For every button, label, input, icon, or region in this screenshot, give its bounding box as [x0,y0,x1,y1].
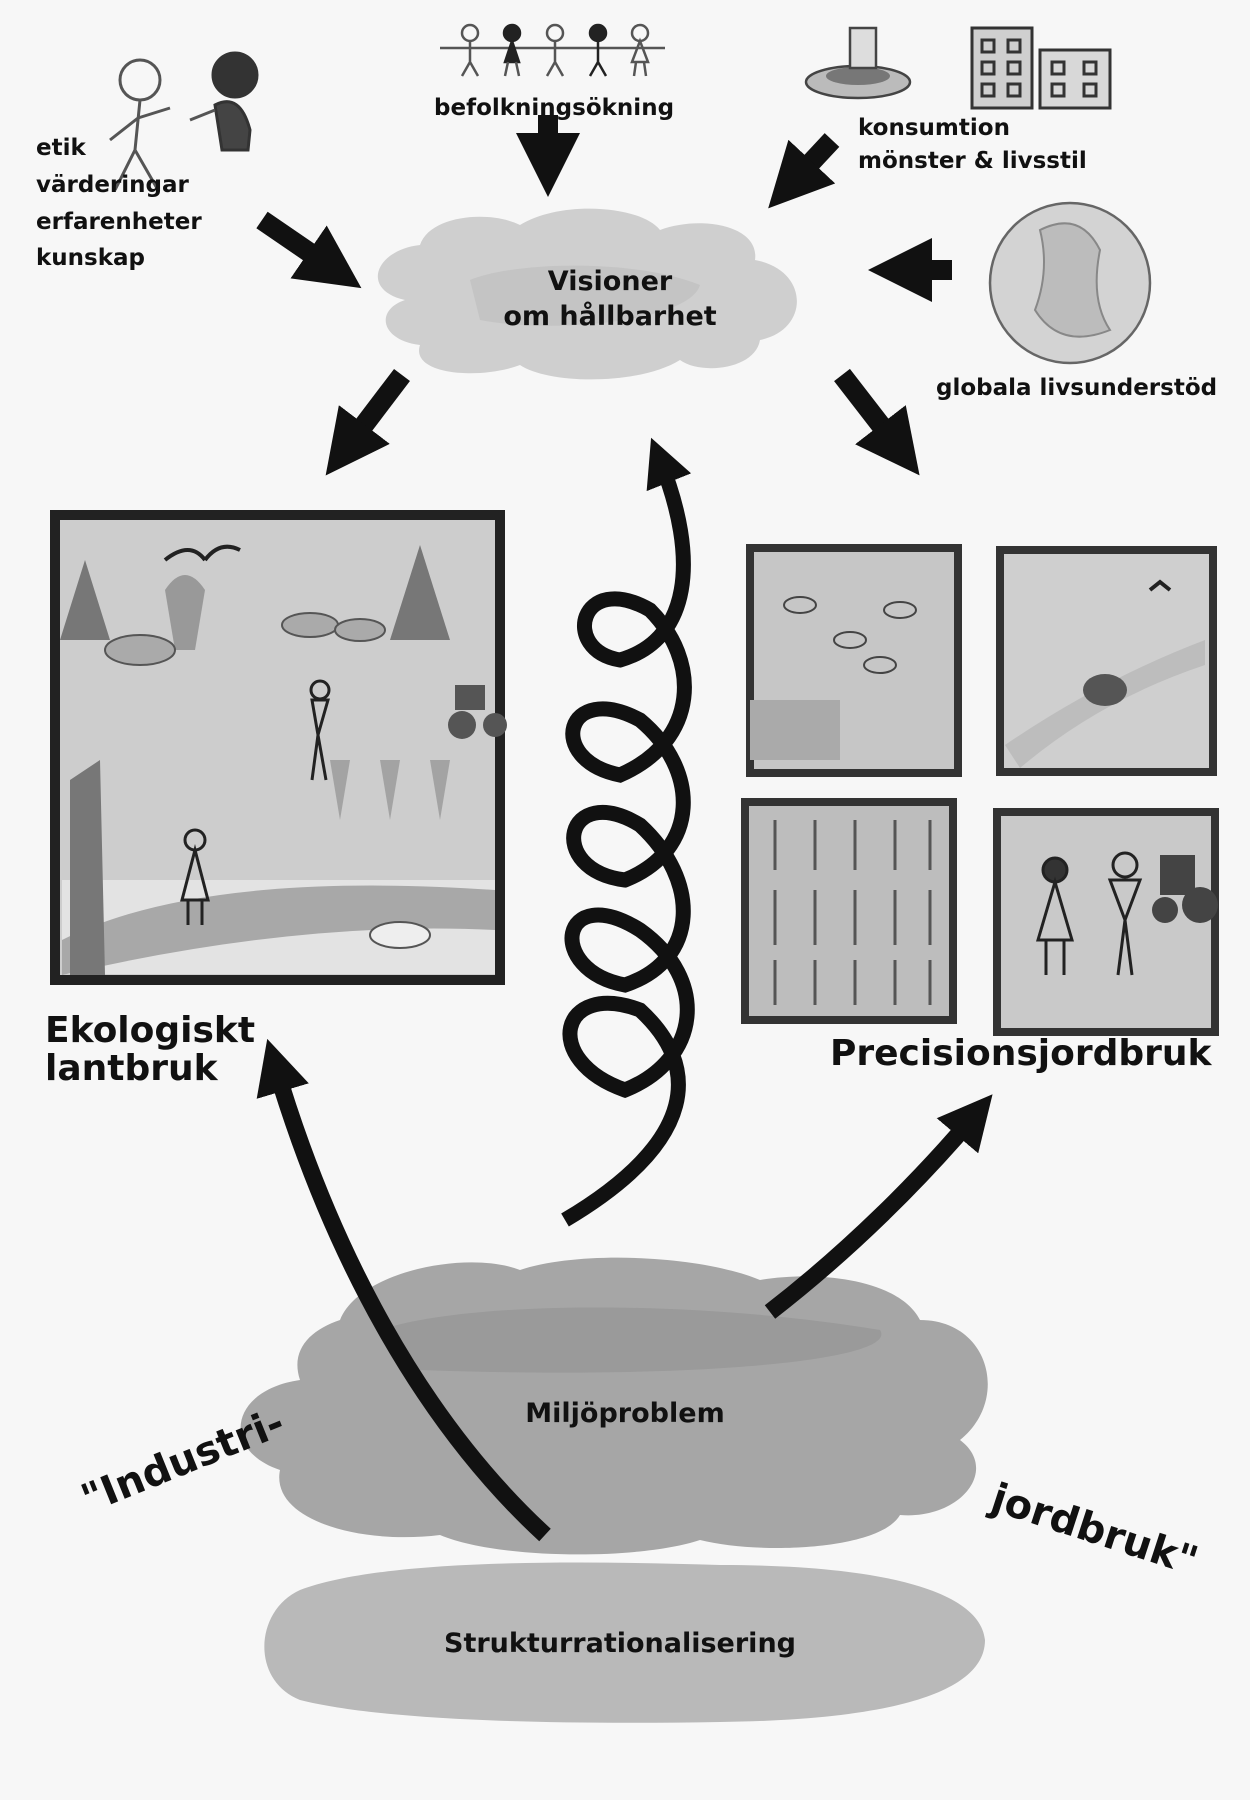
arrow-to-organic [345,375,402,450]
organic-label-block: Ekologiskt lantbruk [45,1012,255,1088]
ethics-label-block: etik värderingar erfarenheter kunskap [36,130,202,277]
ethics-line-1: etik [36,130,202,167]
population-label: befolkningsökning [434,90,674,127]
visions-line-2: om hållbarhet [450,299,770,334]
painting-farmers [997,812,1215,1032]
arrow-to-precision-from-problems [770,1115,975,1312]
precision-label: Precisionsjordbruk [830,1035,1211,1073]
structural-label: Strukturrationalisering [400,1628,840,1659]
ethics-line-4: kunskap [36,240,202,277]
arrow-ethics [262,220,335,270]
visions-label-block: Visioner om hållbarhet [450,264,770,334]
feedback-spiral [565,460,687,1220]
buildings-icon [972,28,1110,108]
global-label: globala livsunderstöd [936,370,1217,407]
people-row-icon [440,25,665,76]
food-plate-icon [806,28,910,98]
ethics-line-3: erfarenheter [36,204,202,241]
organic-line-2: lantbruk [45,1050,255,1088]
consumption-label-block: konsumtion mönster & livsstil [858,112,1087,179]
organic-farm-painting [55,515,507,980]
environment-label: Miljöproblem [460,1398,790,1429]
globe-icon [990,203,1150,363]
consumption-line-2: mönster & livsstil [858,145,1087,178]
arrow-to-precision [842,375,900,450]
arrow-consumption [790,140,832,185]
organic-line-1: Ekologiskt [45,1012,255,1050]
consumption-line-1: konsumtion [858,112,1087,145]
visions-line-1: Visioner [450,264,770,299]
precision-farm-paintings [745,548,1218,1032]
ethics-line-2: värderingar [36,167,202,204]
